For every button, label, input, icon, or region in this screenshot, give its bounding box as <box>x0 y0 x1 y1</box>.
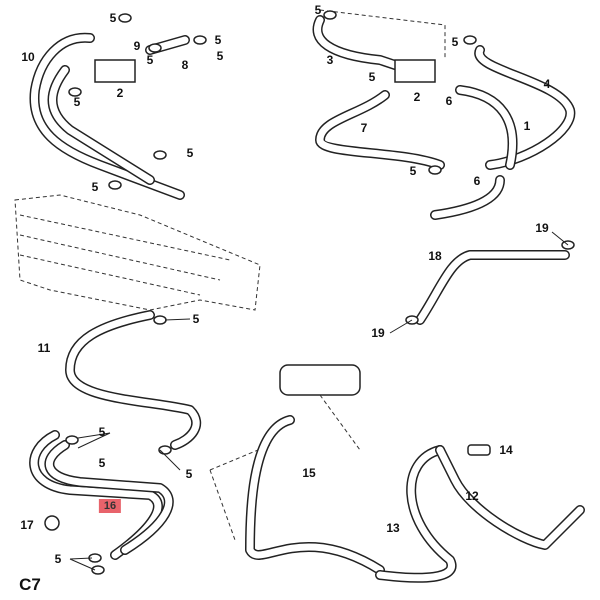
callout-label: 18 <box>428 249 442 263</box>
callout-label: 3 <box>326 53 334 67</box>
hose-10 <box>29 32 185 200</box>
clamps <box>65 10 575 575</box>
callout-label: 2 <box>413 90 421 104</box>
callout-label: 5 <box>192 312 200 326</box>
hose-6 <box>430 175 505 220</box>
callout-label: 13 <box>386 521 400 535</box>
valve-2-left <box>94 59 136 83</box>
callout-label: 5 <box>314 3 322 17</box>
leader-dashed <box>209 394 361 541</box>
callout-label: 19 <box>371 326 385 340</box>
callout-label: 6 <box>473 174 481 188</box>
callout-label: 15 <box>302 466 316 480</box>
leader-lines <box>69 231 569 571</box>
callout-label: 8 <box>181 58 189 72</box>
hose-3-4-1 <box>312 15 576 170</box>
callout-label: 5 <box>73 95 81 109</box>
callout-label: 5 <box>409 164 417 178</box>
callout-label: 5 <box>146 53 154 67</box>
callout-label: 11 <box>37 341 51 355</box>
thermostat-housing <box>279 364 361 396</box>
callout-label: 14 <box>499 443 513 457</box>
callout-label: 5 <box>98 425 106 439</box>
callout-label: 19 <box>535 221 549 235</box>
callout-label: 5 <box>109 11 117 25</box>
hose-15 <box>245 415 385 575</box>
part-14 <box>467 444 491 456</box>
callout-label: 5 <box>54 552 62 566</box>
leader-dashed <box>319 9 446 60</box>
hose-18 <box>415 250 570 325</box>
callout-label: 9 <box>133 39 141 53</box>
callout-label: 5 <box>216 49 224 63</box>
hose-13 <box>375 445 457 583</box>
callout-label: 5 <box>98 456 106 470</box>
callout-label: 5 <box>91 180 99 194</box>
part-17 <box>44 515 60 531</box>
hose-7 <box>315 90 445 170</box>
hose-11 <box>65 310 202 450</box>
callout-label: 1 <box>523 119 531 133</box>
callout-label: 4 <box>543 77 551 91</box>
callout-label: 10 <box>21 50 35 64</box>
callout-label: 5 <box>368 70 376 84</box>
callout-label: 5 <box>186 146 194 160</box>
callout-label: 12 <box>465 489 479 503</box>
callout-label: 5 <box>185 467 193 481</box>
callout-label: 5 <box>214 33 222 47</box>
diagram-code: C7 <box>19 575 41 594</box>
hose-16 <box>29 430 174 560</box>
engine-bay-outline <box>14 194 261 311</box>
callout-label: 5 <box>451 35 459 49</box>
valve-2-right <box>394 59 436 83</box>
callout-label: 2 <box>116 86 124 100</box>
callout-label: 7 <box>360 121 368 135</box>
highlighted-part-label[interactable]: 16 <box>98 499 122 513</box>
callout-label: 17 <box>20 518 34 532</box>
hose-12 <box>435 445 585 550</box>
callout-label: 6 <box>445 94 453 108</box>
